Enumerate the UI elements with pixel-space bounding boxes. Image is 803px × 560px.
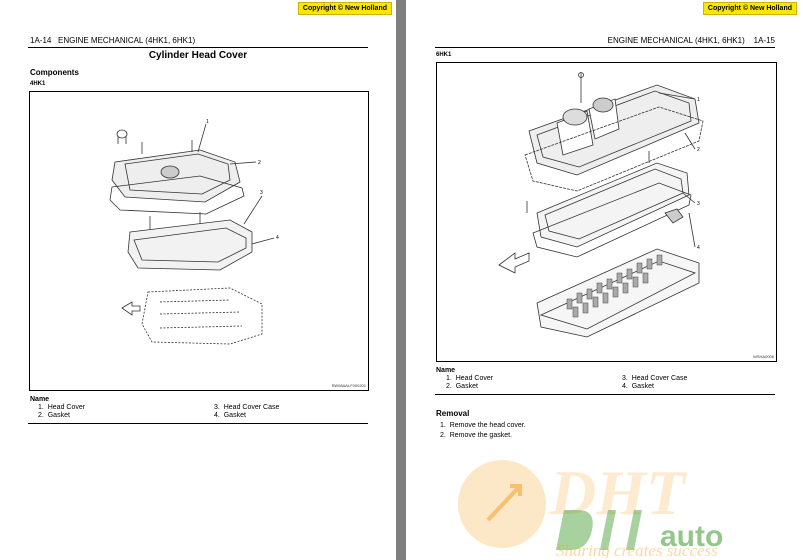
- callout-1: 1: [697, 97, 700, 103]
- figure-code: WSHA0006: [753, 354, 774, 359]
- page-title: Cylinder Head Cover: [148, 50, 248, 61]
- components-figure: 1 2 3 4 WSHA0006: [436, 62, 777, 362]
- legend-item: 1. Head Cover: [446, 375, 494, 382]
- legend-rule: [28, 423, 368, 424]
- legend-item: 1. Head Cover: [38, 404, 86, 411]
- figure-code: RW08AALF000201: [331, 383, 366, 388]
- left-page: Copyright © New Holland 1A-14 ENGINE MEC…: [0, 0, 396, 560]
- components-figure: 1 2 3 4 RW08AALF000201: [29, 91, 369, 391]
- legend-item: 2. Gasket: [38, 412, 70, 419]
- model-label: 6HK1: [436, 52, 452, 58]
- callout-3: 3: [260, 190, 263, 196]
- section-title: ENGINE MECHANICAL (4HK1, 6HK1): [58, 36, 196, 45]
- exploded-diagram: 1 2 3 4: [498, 72, 704, 338]
- callout-4: 4: [697, 245, 700, 251]
- components-heading: Components: [30, 68, 79, 77]
- model-label: 4HK1: [30, 81, 46, 87]
- legend-rule: [435, 394, 775, 395]
- exploded-diagram: 1 2 3 4: [109, 119, 279, 345]
- page-number: 1A-14: [30, 36, 52, 45]
- legend-item: 3. Head Cover Case: [214, 404, 280, 411]
- page-header: 1A-14 ENGINE MECHANICAL (4HK1, 6HK1): [30, 36, 195, 45]
- page-header: ENGINE MECHANICAL (4HK1, 6HK1) 1A-15: [608, 36, 775, 45]
- section-title: ENGINE MECHANICAL (4HK1, 6HK1): [607, 36, 745, 45]
- callout-2: 2: [258, 160, 261, 166]
- watermark-logo: DHT auto Sharing creates success: [458, 458, 723, 558]
- callout-2: 2: [697, 147, 700, 153]
- callout-3: 3: [697, 201, 700, 207]
- callout-4: 4: [276, 235, 279, 241]
- legend-item: 2. Gasket: [446, 383, 478, 390]
- legend-item: 4. Gasket: [214, 412, 246, 419]
- callout-1: 1: [206, 119, 209, 125]
- copyright-badge: Copyright © New Holland: [702, 2, 797, 15]
- removal-step: 2. Remove the gasket.: [440, 432, 512, 439]
- right-page: Copyright © New Holland ENGINE MECHANICA…: [406, 0, 803, 560]
- legend-item: 3. Head Cover Case: [622, 375, 688, 382]
- header-rule: [28, 47, 368, 48]
- watermark-logo-text: DHT: [549, 458, 688, 528]
- page-number: 1A-15: [753, 36, 775, 45]
- copyright-badge: Copyright © New Holland: [297, 2, 392, 15]
- removal-heading: Removal: [436, 409, 470, 418]
- legend: Name 1. Head Cover 3. Head Cover Case 2.…: [30, 396, 279, 420]
- legend: Name 1. Head Cover 3. Head Cover Case 2.…: [436, 367, 687, 391]
- removal-step: 1. Remove the head cover.: [440, 422, 526, 429]
- watermark-brand: auto: [660, 520, 723, 553]
- header-rule: [435, 47, 775, 48]
- legend-heading: Name: [30, 396, 50, 403]
- legend-heading: Name: [436, 367, 456, 374]
- watermark-tagline: Sharing creates success: [556, 541, 718, 558]
- legend-item: 4. Gasket: [622, 383, 654, 390]
